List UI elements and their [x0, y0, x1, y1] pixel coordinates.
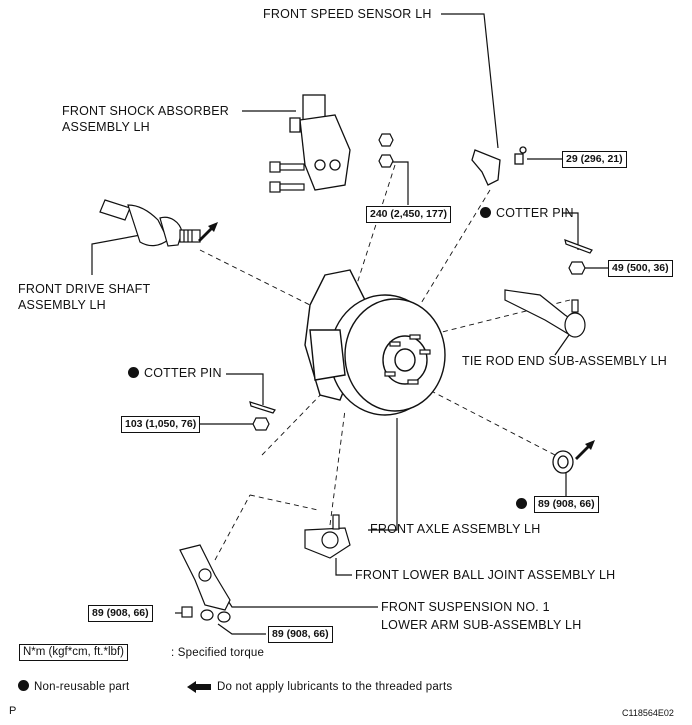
label-shock-absorber-line2: ASSEMBLY LH [62, 120, 150, 134]
leader-axle [368, 418, 398, 531]
leader-arm-right [217, 623, 266, 635]
label-lower-arm-line2: LOWER ARM SUB-ASSEMBLY LH [381, 618, 582, 632]
axle-nut-art [552, 450, 574, 474]
legend-no-lubricant: Do not apply lubricants to the threaded … [217, 681, 453, 693]
legend-non-reusable-text: Non-reusable part [34, 681, 130, 693]
torque-arm-bolt-left: 89 (908, 66) [88, 605, 153, 622]
torque-ball-joint-nut: 103 (1,050, 76) [121, 416, 201, 433]
torque-speed-sensor-bolt: 29 (296, 21) [562, 151, 627, 168]
axis-drive-shaft [199, 249, 361, 331]
leader-cotter-left [226, 373, 264, 405]
non-reusable-icon [480, 207, 491, 218]
torque-tie-rod-nut: 49 (500, 36) [608, 260, 673, 277]
tie-rod-art [504, 239, 593, 338]
lower-arm-art [179, 544, 231, 623]
torque-axle-nut: 89 (908, 66) [534, 496, 599, 513]
label-cotter-pin-left: COTTER PIN [128, 366, 222, 381]
figure-id: C118564E02 [622, 708, 674, 718]
non-reusable-icon [516, 498, 527, 509]
cotter-pin-right-text: COTTER PIN [496, 206, 574, 220]
ball-joint-art [304, 514, 351, 559]
torque-arm-bolts-right: 89 (908, 66) [268, 626, 333, 643]
corner-label: P [9, 705, 17, 717]
leader-cotter-right [562, 212, 579, 250]
axis-lower-arm [214, 494, 251, 561]
leader-ball-joint [335, 558, 352, 576]
label-cotter-pin-right: COTTER PIN [480, 206, 574, 221]
label-drive-shaft-line2: ASSEMBLY LH [18, 298, 106, 312]
label-front-axle: FRONT AXLE ASSEMBLY LH [370, 522, 541, 536]
label-tie-rod-end: TIE ROD END SUB-ASSEMBLY LH [462, 354, 667, 368]
label-front-speed-sensor: FRONT SPEED SENSOR LH [263, 7, 432, 21]
no-lubricant-arrow-icon [187, 681, 211, 693]
cotter-pin-left-text: COTTER PIN [144, 366, 222, 380]
torque-axle-nut-wrap [516, 497, 532, 512]
legend-non-reusable: Non-reusable part [18, 680, 129, 695]
leader-speed-sensor [441, 13, 499, 149]
axis-cotter-left [261, 384, 331, 456]
leader-shock-torque [392, 161, 409, 205]
non-reusable-icon [128, 367, 139, 378]
axis-ball-joint [329, 409, 346, 526]
non-reusable-icon [18, 680, 29, 691]
speed-sensor-art [471, 146, 527, 186]
hub-studs-art [384, 334, 431, 385]
drive-shaft-art [99, 199, 201, 247]
legend-torque-unit: N*m (kgf*cm, ft.*lbf) [19, 644, 128, 661]
axis-axle-nut [409, 379, 556, 456]
leader-drive-shaft [91, 233, 147, 275]
shock-bolts-art [269, 133, 394, 193]
cotter-pin-left-art [249, 401, 276, 431]
label-shock-absorber-line1: FRONT SHOCK ABSORBER [62, 104, 229, 118]
no-lubricant-arrow-icons [198, 222, 595, 460]
torque-shock-bolts: 240 (2,450, 177) [366, 206, 452, 223]
leader-lower-arm [214, 579, 378, 608]
axle-hub-art [304, 269, 446, 416]
axis-tie-rod [429, 299, 571, 336]
shock-absorber-art [289, 94, 351, 191]
axis-speed-sensor [419, 189, 491, 306]
legend-torque-desc: : Specified torque [171, 647, 265, 659]
label-lower-arm-line1: FRONT SUSPENSION NO. 1 [381, 600, 550, 614]
axis-shock [354, 164, 396, 291]
label-drive-shaft-line1: FRONT DRIVE SHAFT [18, 282, 151, 296]
label-ball-joint: FRONT LOWER BALL JOINT ASSEMBLY LH [355, 568, 616, 582]
